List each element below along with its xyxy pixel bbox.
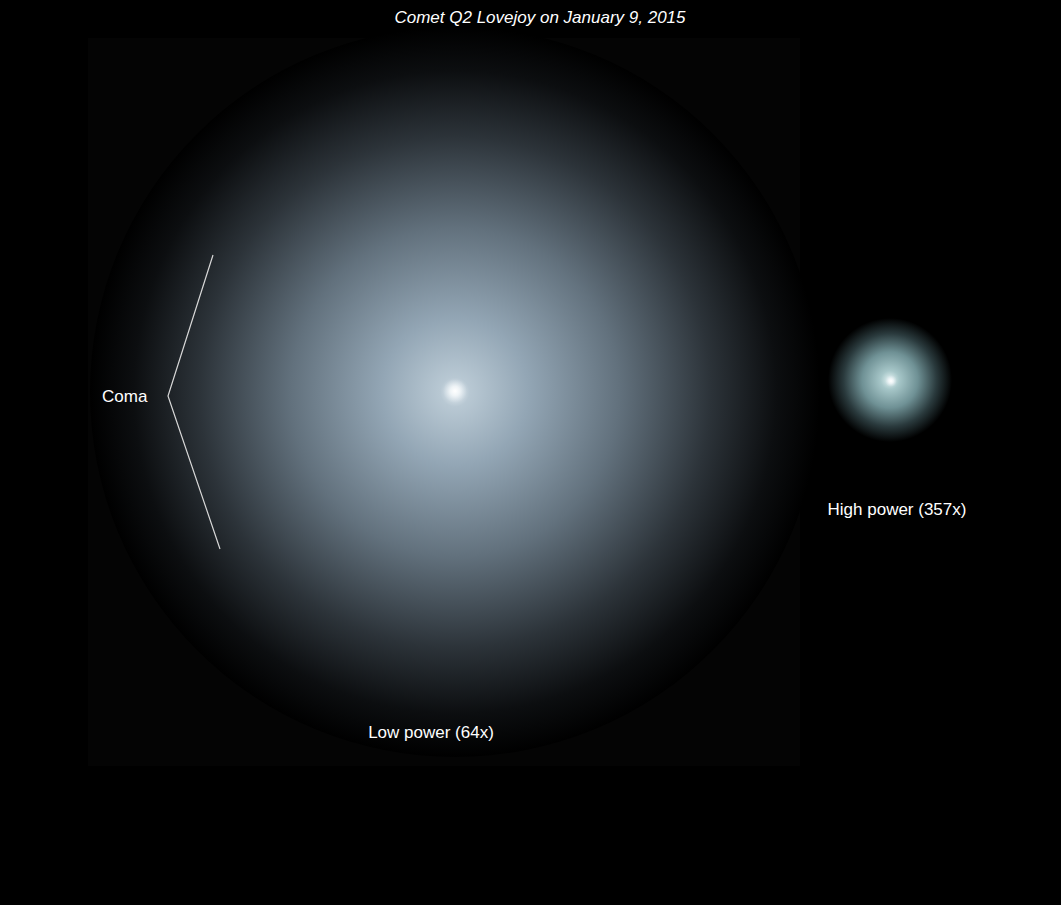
sketch-title: Comet Q2 Lovejoy on January 9, 2015	[394, 8, 685, 28]
coma-low-power	[90, 27, 820, 757]
nucleus-low-power	[443, 379, 467, 403]
view-caption: High power (357x)	[828, 500, 967, 520]
comet-high-power	[828, 318, 952, 442]
nucleus-high-power	[885, 375, 897, 387]
view-caption: Low power (64x)	[368, 723, 494, 743]
coma-bracket	[168, 255, 220, 549]
coma-label: Coma	[102, 387, 147, 407]
